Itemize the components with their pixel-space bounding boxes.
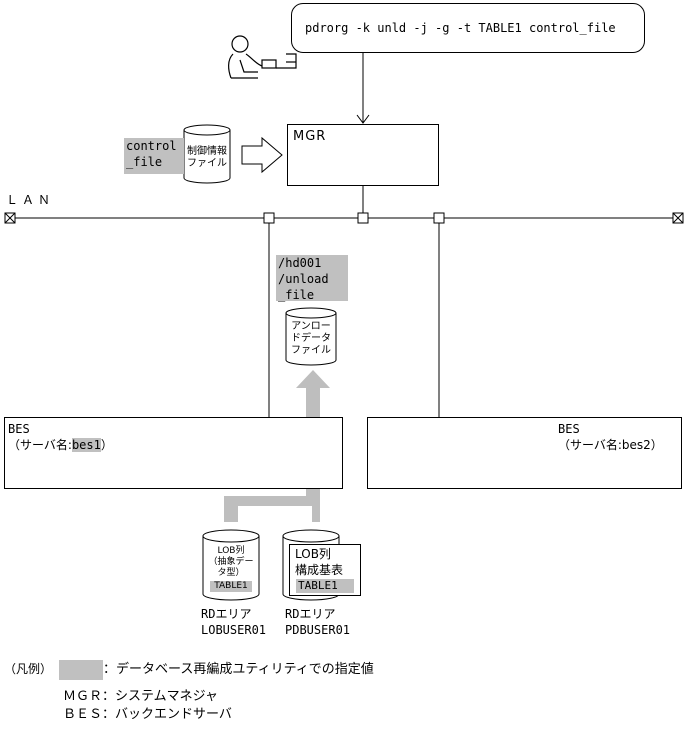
lan-node-bes2 [433, 212, 445, 224]
control-info-label: 制御情報 ファイル [184, 146, 230, 170]
bes1-name-prefix: （サーバ名: [8, 438, 72, 452]
lan-label: ＬＡＮ [6, 193, 55, 207]
control-file-label-line2: _file [126, 155, 163, 169]
lob-disk-line1: LOB列 [217, 546, 245, 556]
lob-disk-line2: （抽象デー [208, 557, 254, 567]
bes1-name-line: （サーバ名:bes1） [8, 437, 113, 453]
bes2-box: BES （サーバ名:bes2） [367, 417, 682, 489]
unload-path-line1: /hd001 [278, 256, 322, 270]
user-at-terminal-icon [228, 35, 297, 79]
rd-area-lob-line1: RDエリア [201, 607, 252, 621]
legend-bes-line: ＢＥＳ：バックエンドサーバ [63, 707, 232, 722]
unload-path-label: /hd001 /unload _file [276, 255, 348, 302]
pd-disk-line1: LOB列 [295, 547, 331, 561]
lan-node-bes1 [263, 212, 275, 224]
control-file-label-line1: control [126, 139, 177, 153]
bes1-name-suffix: ） [100, 438, 113, 452]
bes1-box: BES （サーバ名:bes1） [4, 417, 343, 489]
pd-disk-table: TABLE1 [296, 579, 354, 593]
mgr-box: MGR [287, 124, 439, 186]
lob-disk-line3: タ型） [217, 568, 245, 578]
rd-area-lob-label: RDエリア LOBUSER01 [201, 606, 266, 638]
rd-area-pd-line1: RDエリア [285, 607, 336, 621]
legend-mgr-line: ＭＧＲ：システムマネジャ [63, 689, 218, 704]
control-info-line2: ファイル [187, 158, 227, 169]
bes1-title: BES [8, 422, 30, 436]
legend-swatch [59, 660, 103, 680]
lob-disk-table: TABLE1 [210, 581, 252, 592]
disk-cylinder-icon-unload [285, 307, 337, 366]
control-info-line1: 制御情報 [187, 146, 227, 157]
bes2-name-line: （サーバ名:bes2） [558, 438, 663, 452]
pd-disk-table-box: LOB列 構成基表 TABLE1 [289, 544, 361, 596]
lan-terminator-icon-left [4, 212, 16, 224]
unload-file-label: アンロー ドデータ ファイル [286, 321, 336, 357]
lob-disk-label: LOB列 （抽象デー タ型） TABLE1 [203, 546, 259, 592]
lan-terminator-icon-right [672, 212, 684, 224]
mgr-label: MGR [293, 129, 327, 144]
lan-node-mgr [357, 212, 369, 224]
pd-disk-line2: 構成基表 [295, 563, 344, 577]
command-bubble: pdrorg -k unld -j -g -t TABLE1 control_f… [291, 3, 645, 53]
unload-path-line3: _file [278, 288, 315, 302]
bes2-title: BES [558, 422, 580, 436]
bes1-server-name: bes1 [71, 438, 101, 452]
rd-area-pd-line2: PDBUSER01 [285, 623, 351, 637]
unload-file-line3: ファイル [291, 345, 331, 356]
unload-file-line2: ドデータ [291, 333, 331, 344]
rd-area-pd-label: RDエリア PDBUSER01 [285, 606, 350, 638]
unload-path-line2: /unload [278, 272, 329, 286]
rd-area-lob-line2: LOBUSER01 [201, 623, 267, 637]
legend-swatch-desc: ：データベース再編成ユティリティでの指定値 [103, 662, 374, 677]
command-text: pdrorg -k unld -j -g -t TABLE1 control_f… [305, 21, 616, 35]
block-arrow-icon [241, 136, 283, 174]
unload-file-line1: アンロー [291, 321, 331, 332]
disk-cylinder-icon-control [183, 124, 231, 184]
legend-title: （凡例） [4, 662, 53, 676]
control-file-label: control _file [124, 138, 184, 174]
